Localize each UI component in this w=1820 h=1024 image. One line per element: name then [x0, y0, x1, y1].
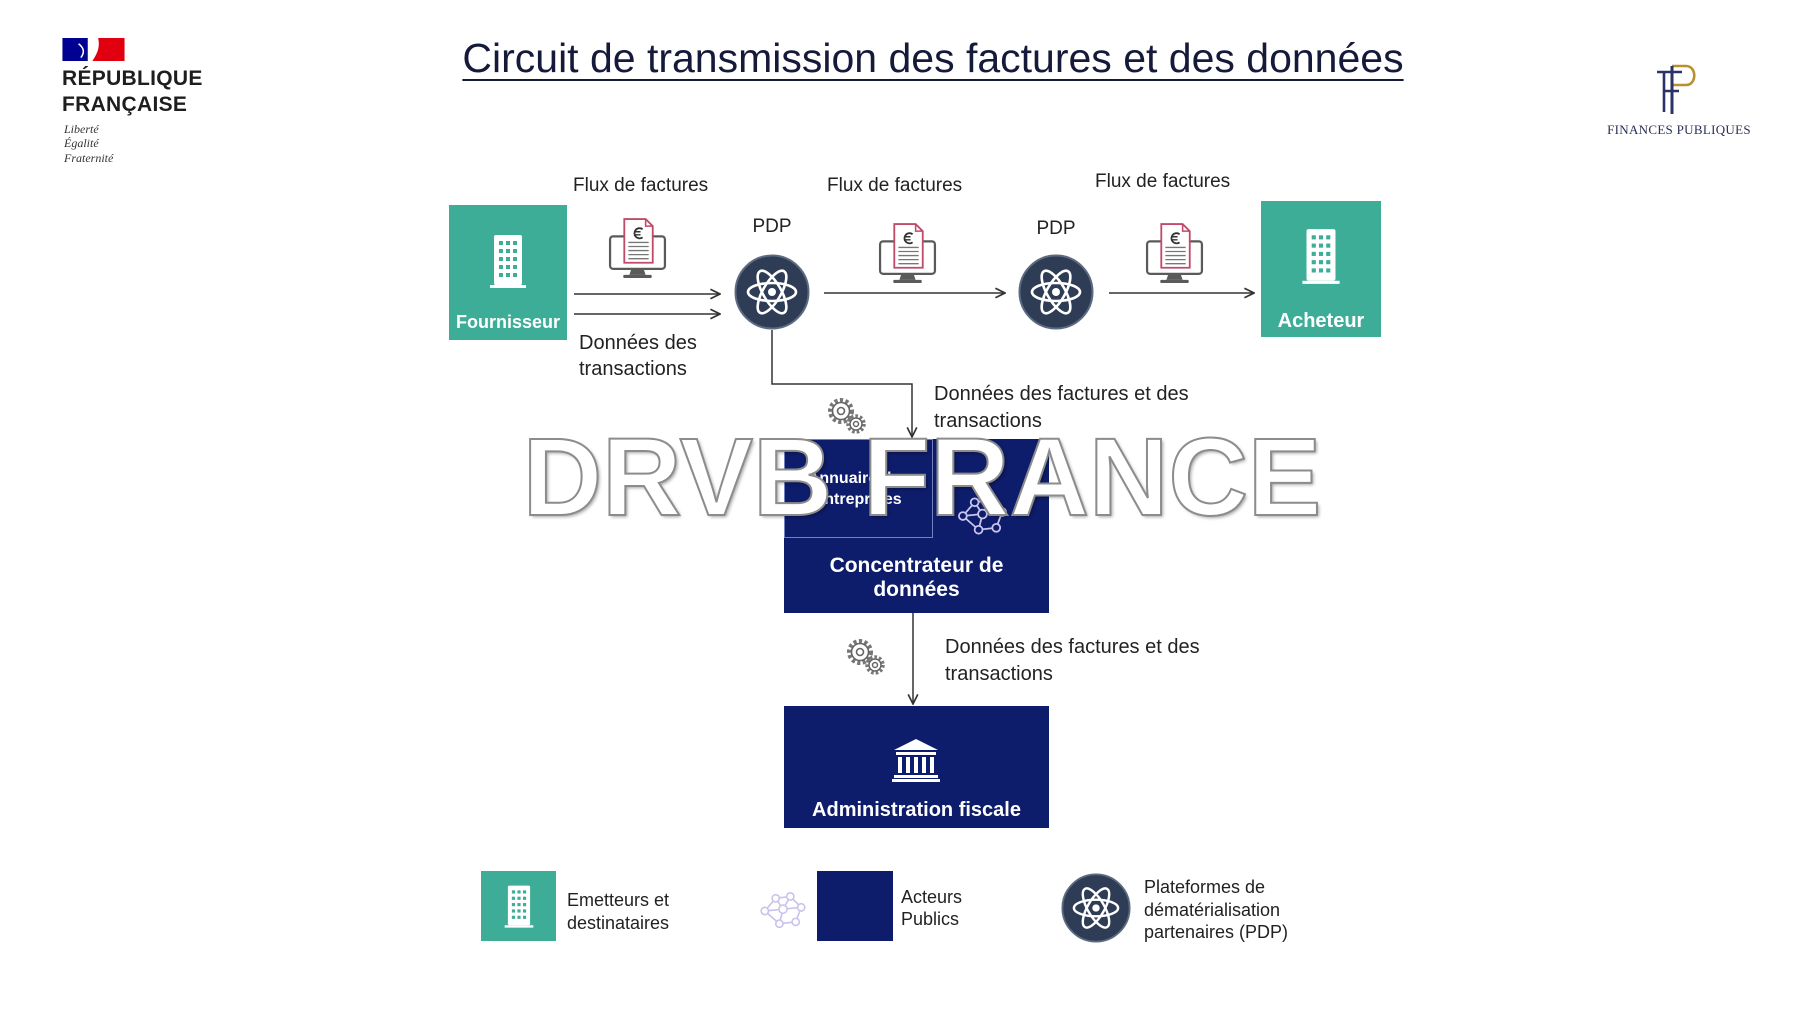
legend-label-acteurs-publics: Acteurs Publics [901, 887, 963, 929]
flux-label-3: Flux de factures [1095, 171, 1231, 192]
concentrateur-label: Concentrateur de données [829, 554, 1004, 601]
rf-logo-line1: RÉPUBLIQUE [62, 67, 203, 90]
pdp-atom-icon [1061, 873, 1131, 943]
flux-label-2: Flux de factures [827, 175, 963, 196]
gears-icon [828, 398, 866, 434]
page-title: Circuit de transmission des factures et … [462, 35, 1404, 81]
network-icon [958, 495, 1007, 535]
finances-publiques-logo-text: FINANCES PUBLIQUES [1607, 122, 1751, 137]
pdp-atom-icon [734, 254, 810, 330]
pdp-label-1: PDP [752, 216, 792, 237]
fournisseur-box: Fournisseur [449, 205, 567, 340]
legend-label-emetteurs: Emetteurs et destinataires [567, 890, 670, 933]
legend-label-pdp: Plateformes de dématérialisation partena… [1144, 877, 1289, 942]
finances-publiques-monogram-icon [1657, 64, 1696, 114]
rf-motto-egalite: Égalité [64, 136, 99, 150]
rf-logo-line2: FRANÇAISE [62, 93, 188, 116]
pdp-label-2: PDP [1036, 218, 1076, 239]
acheteur-label: Acheteur [1277, 310, 1365, 332]
annuaire-subbox: Annuaire des entreprises [784, 439, 933, 538]
arrow-pdp1-concentrateur [771, 330, 912, 437]
gears-icon [847, 639, 885, 675]
rf-motto-fraternite: Fraternité [64, 151, 114, 165]
donnees-factures-label-1: Données des factures et des transactions [934, 383, 1189, 432]
donnees-transactions-label: Données des transactions [579, 332, 697, 380]
administration-fiscale-box: Administration fiscale [784, 706, 1049, 828]
building-icon [490, 235, 526, 288]
invoice-monitor-icon [608, 218, 667, 278]
annuaire-label: Annuaire des entreprises [807, 470, 910, 508]
building-icon [1302, 229, 1340, 284]
rf-motto-liberte: Liberté [64, 122, 99, 136]
bank-icon [892, 739, 940, 782]
network-icon [760, 892, 806, 929]
building-icon [504, 885, 534, 928]
donnees-factures-label-2: Données des factures et des transactions [945, 636, 1200, 685]
legend-navy-swatch [817, 871, 893, 941]
french-flag-icon [62, 38, 125, 61]
invoice-monitor-icon [878, 223, 937, 283]
pdp-atom-icon [1018, 254, 1094, 330]
legend-teal-swatch [481, 871, 556, 941]
concentrateur-box: Annuaire des entreprises Concentrateur d… [784, 439, 1049, 613]
flux-label-1: Flux de factures [573, 175, 709, 196]
acheteur-box: Acheteur [1261, 201, 1381, 337]
administration-fiscale-label: Administration fiscale [812, 799, 1021, 821]
fournisseur-label: Fournisseur [455, 312, 561, 332]
invoice-monitor-icon [1145, 223, 1204, 283]
